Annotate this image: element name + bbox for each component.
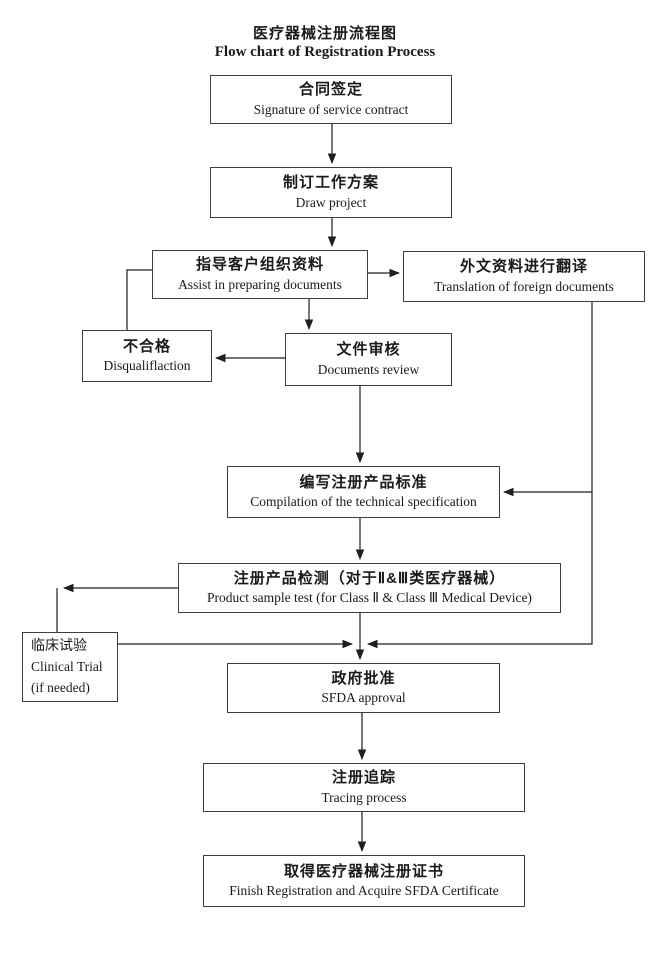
node-label-cn: 合同签定 [298, 81, 363, 99]
flow-node-sfda-approval: 政府批准 SFDA approval [227, 663, 500, 713]
page-title-chinese: 医疗器械注册流程图 [252, 25, 397, 42]
node-label-cn: 制订工作方案 [282, 174, 379, 192]
node-label-cn: 注册追踪 [331, 769, 396, 787]
node-label-cn: 政府批准 [331, 669, 396, 687]
node-label-en: Translation of foreign documents [434, 278, 614, 294]
node-label-en: SFDA approval [321, 690, 406, 706]
flow-node-prepare-documents: 指导客户组织资料 Assist in preparing documents [152, 250, 368, 299]
node-label-cn: 不合格 [122, 337, 171, 355]
node-label-cn: 外文资料进行翻译 [459, 258, 588, 276]
node-label-cn: 注册产品检测（对于Ⅱ&Ⅲ类医疗器械） [233, 569, 506, 587]
line-translation-down-right-side [366, 302, 593, 649]
flow-node-product-sample-test: 注册产品检测（对于Ⅱ&Ⅲ类医疗器械） Product sample test (… [178, 563, 561, 613]
node-label-en: Compilation of the technical specificati… [250, 494, 477, 510]
node-label-en: Documents review [317, 361, 420, 377]
flow-node-documents-review: 文件审核 Documents review [285, 333, 452, 386]
node-label-en: Tracing process [321, 789, 407, 805]
page-title-english: Flow chart of Registration Process [214, 44, 436, 60]
node-label-en: Product sample test (for Class Ⅱ & Class… [207, 590, 532, 606]
node-label-cn: 文件审核 [336, 341, 401, 359]
node-label-en: Draw project [295, 194, 367, 210]
flow-node-clinical-trial: 临床试验 Clinical Trial (if needed) [22, 632, 118, 702]
line-disqualification-to-prepare [126, 269, 152, 330]
node-label-en: Finish Registration and Acquire SFDA Cer… [229, 883, 499, 899]
flow-node-sfda-certificate: 取得医疗器械注册证书 Finish Registration and Acqui… [203, 855, 525, 907]
flow-node-technical-specification: 编写注册产品标准 Compilation of the technical sp… [227, 466, 500, 518]
node-label-en: Signature of service contract [253, 101, 409, 117]
node-label-cn: 指导客户组织资料 [195, 256, 324, 274]
node-label-cn: 临床试验 [31, 637, 87, 654]
node-label-en: Disqualiflaction [103, 358, 191, 374]
node-label-cn: 编写注册产品标准 [299, 473, 428, 491]
flow-node-tracing-process: 注册追踪 Tracing process [203, 763, 525, 812]
flow-node-contract-signature: 合同签定 Signature of service contract [210, 75, 452, 124]
flow-node-disqualification: 不合格 Disqualiflaction [82, 330, 212, 382]
node-label-en: Assist in preparing documents [178, 276, 342, 292]
flow-node-translation: 外文资料进行翻译 Translation of foreign document… [403, 251, 645, 302]
node-label-note: (if needed) [31, 679, 90, 695]
node-label-en: Clinical Trial [31, 658, 103, 674]
flow-node-draw-project: 制订工作方案 Draw project [210, 167, 452, 218]
node-label-cn: 取得医疗器械注册证书 [283, 862, 444, 880]
